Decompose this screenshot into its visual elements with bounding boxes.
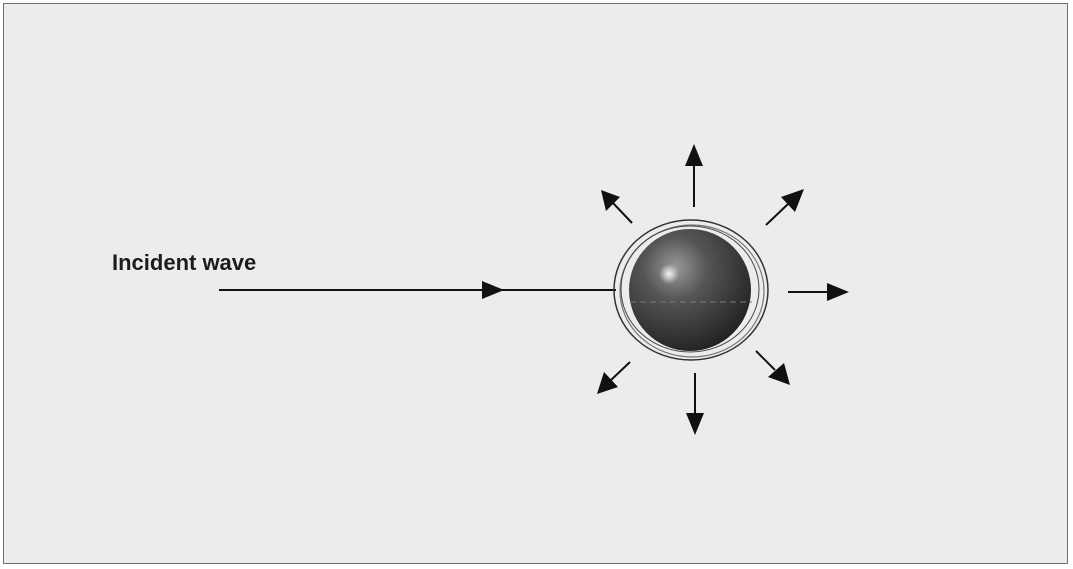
incident-wave-label: Incident wave bbox=[112, 250, 256, 276]
scattered-arrow-right bbox=[788, 283, 849, 301]
scattered-arrow-down-left bbox=[597, 362, 630, 394]
scattered-arrow-up bbox=[685, 144, 703, 207]
scattering-diagram bbox=[4, 4, 1068, 564]
diagram-frame: Incident wave bbox=[3, 3, 1068, 564]
scattered-arrow-down-right bbox=[756, 351, 790, 385]
scattered-arrow-down bbox=[686, 373, 704, 435]
scatterer-sphere bbox=[614, 220, 768, 360]
scattered-arrow-up-left bbox=[601, 190, 632, 223]
scattered-arrow-up-right bbox=[766, 189, 804, 225]
incident-wave-arrow bbox=[219, 281, 616, 299]
